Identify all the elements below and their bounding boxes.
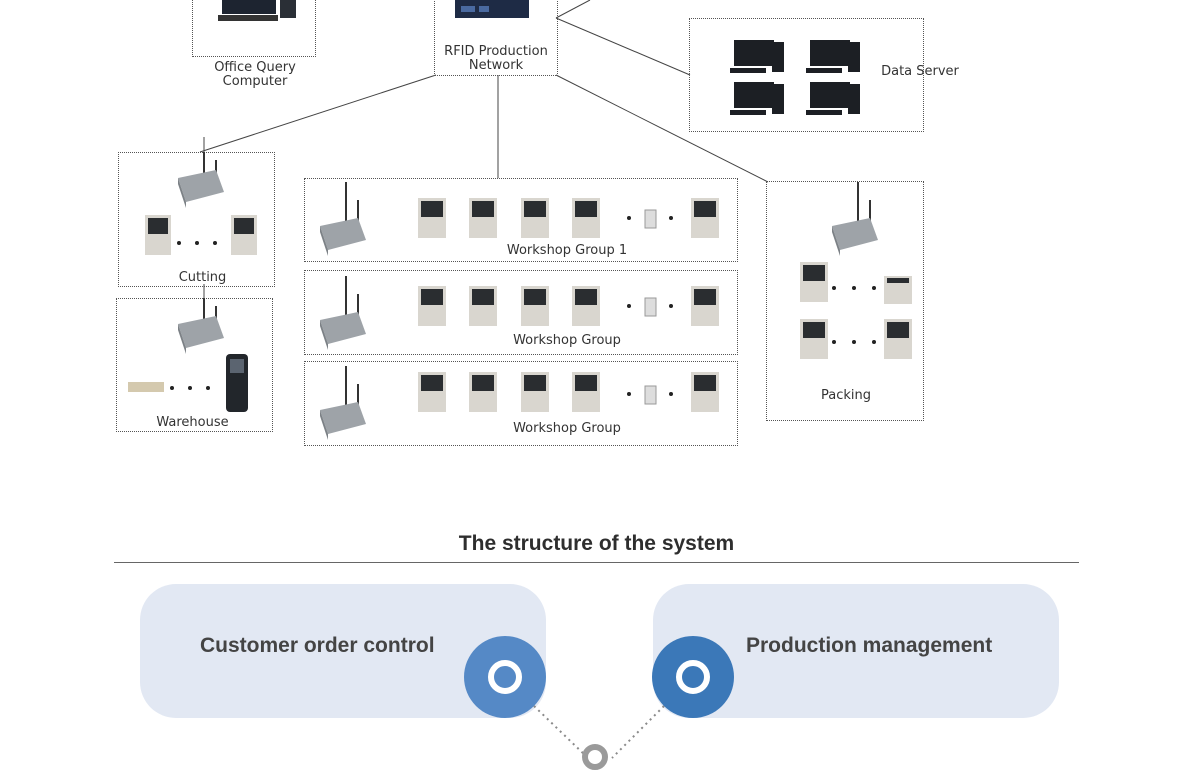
title-divider — [114, 562, 1079, 563]
workshop-group-2-devices — [320, 276, 719, 350]
warehouse-label: Warehouse — [156, 415, 229, 430]
packing-box — [766, 181, 924, 421]
packing-terminals-icon — [800, 262, 912, 359]
computer-icon — [218, 0, 296, 21]
packing-label: Packing — [820, 388, 871, 403]
data-server-box — [689, 18, 924, 132]
data-server-label: Data Server — [881, 64, 959, 79]
production-management-node-icon[interactable] — [652, 636, 734, 718]
workshop-group-3-devices — [320, 366, 719, 440]
rfid-reader-icon — [178, 298, 224, 354]
rfid-network-label: RFID Production Network — [444, 44, 548, 73]
structure-title: The structure of the system — [458, 532, 735, 555]
server-computers-icon — [730, 40, 860, 115]
office-query-box — [192, 0, 316, 57]
production-management-label: Production management — [746, 634, 993, 657]
cutting-label: Cutting — [178, 270, 227, 285]
workshop-group-1-label: Workshop Group 1 — [506, 243, 628, 258]
terminal-row-icon — [145, 215, 257, 255]
workshop-group-3-box — [304, 361, 738, 446]
workshop-group-2-label: Workshop Group — [513, 333, 621, 348]
bottom-node-icon[interactable] — [582, 744, 608, 770]
rfid-reader-icon — [832, 182, 878, 256]
router-icon — [455, 0, 529, 18]
workshop-group-3-label: Workshop Group — [513, 421, 621, 436]
cutting-box — [118, 152, 275, 287]
office-query-label: Office Query Computer — [214, 60, 296, 89]
workshop-group-2-box — [304, 270, 738, 355]
customer-order-node-icon[interactable] — [464, 636, 546, 718]
customer-order-label: Customer order control — [200, 634, 435, 657]
warehouse-box — [116, 298, 273, 432]
handheld-scanner-icon — [128, 354, 248, 412]
workshop-group-1-devices — [320, 182, 719, 256]
rfid-reader-icon — [178, 152, 224, 208]
workshop-group-1-box — [304, 178, 738, 262]
rfid-network-box — [434, 0, 558, 76]
